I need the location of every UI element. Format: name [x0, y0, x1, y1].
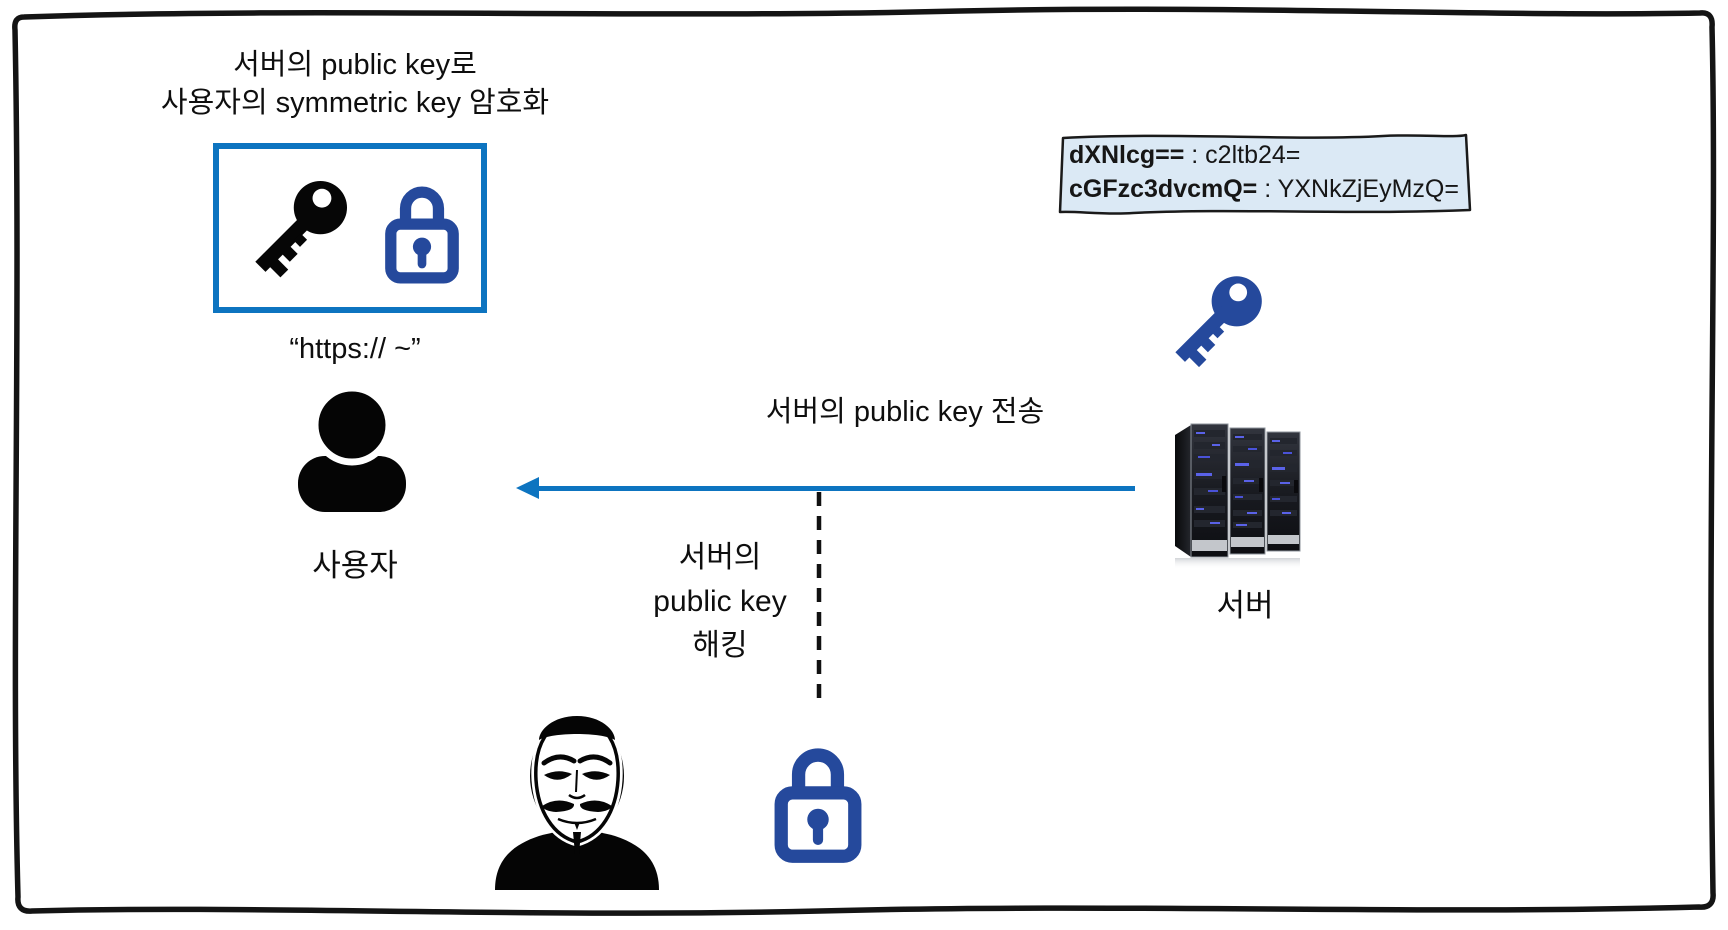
separator: :	[1257, 175, 1278, 203]
separator: :	[1184, 141, 1206, 169]
base64-password-value: YXNkZjEyMzQ=	[1277, 175, 1459, 203]
hacker-icon	[495, 715, 659, 890]
hack-tap-dashed-line	[816, 492, 822, 702]
hacking-label-line1: 서버의	[678, 541, 762, 574]
hacking-label: 서버의 public key 해킹	[570, 536, 870, 668]
hacking-label-line2: public key	[653, 585, 787, 618]
transfer-arrow-line	[537, 486, 1135, 491]
encryption-note-line1: 서버의 public key로	[233, 49, 477, 81]
hacking-label-line3: 해킹	[692, 629, 748, 662]
server-label: 서버	[1216, 588, 1274, 623]
encryption-note-line2: 사용자의 symmetric key 암호화	[160, 87, 550, 119]
user-icon	[297, 386, 407, 512]
credentials-line-password: cGFzc3dvcmQ= : YXNkZjEyMzQ=	[1069, 172, 1461, 206]
symmetric-key-icon	[239, 167, 361, 289]
credentials-box: dXNlcg== : c2ltb24= cGFzc3dvcmQ= : YXNkZ…	[1053, 131, 1473, 215]
server-racks-image	[1175, 423, 1301, 569]
public-key-transfer-label: 서버의 public key 전송	[765, 396, 1045, 428]
https-url-text: “https:// ~”	[289, 333, 421, 365]
encrypted-key-box	[213, 143, 487, 313]
base64-username: dXNlcg==	[1069, 141, 1185, 169]
transfer-arrow-head	[516, 477, 539, 499]
base64-password: cGFzc3dvcmQ=	[1069, 175, 1258, 203]
hacked-lock-icon	[772, 731, 864, 865]
credentials-box-background	[1058, 133, 1472, 215]
user-label: 사용자	[312, 548, 398, 583]
server-public-key-icon	[1160, 263, 1275, 378]
credentials-line-user: dXNlcg== : c2ltb24=	[1069, 138, 1461, 172]
base64-username-value: c2ltb24=	[1205, 141, 1301, 169]
encryption-lock-icon	[383, 172, 461, 285]
credentials-text: dXNlcg== : c2ltb24= cGFzc3dvcmQ= : YXNkZ…	[1069, 138, 1461, 206]
encryption-note: 서버의 public key로 사용자의 symmetric key 암호화	[120, 46, 590, 122]
